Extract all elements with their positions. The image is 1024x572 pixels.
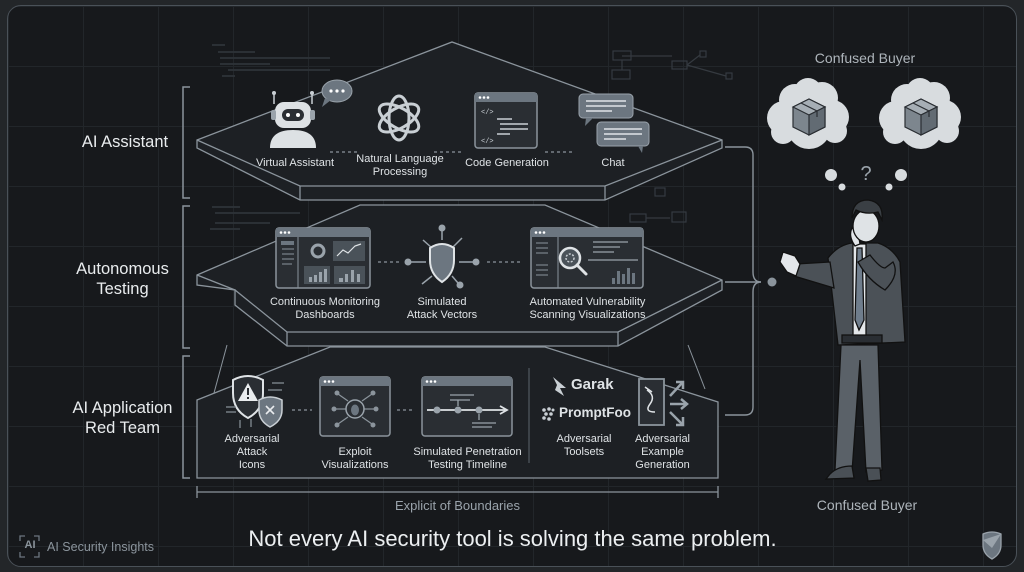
- layer-title-ai-assistant: AI Assistant: [60, 132, 190, 152]
- warning-shield-icon: [226, 375, 284, 428]
- knot-logo-icon: [377, 94, 421, 142]
- item-label: Visualizations: [321, 459, 389, 471]
- background-code-snippet: [210, 44, 330, 230]
- item-label: Chat: [601, 157, 625, 169]
- item-label: Code Generation: [465, 157, 549, 169]
- layer-title-line: Autonomous: [76, 260, 169, 278]
- right-curly-bracket: [725, 146, 762, 416]
- layer-title-line: Testing: [96, 280, 149, 298]
- item-automated-vulnerability-scanning[interactable]: Automated Vulnerability Scanning Visuali…: [515, 296, 660, 322]
- bug-window-icon: [319, 376, 391, 437]
- question-mark: ?: [860, 163, 871, 185]
- robot-icon: [270, 91, 316, 148]
- item-label: Simulated Penetration: [413, 446, 522, 458]
- item-label: Scanning Visualizations: [529, 309, 646, 321]
- item-nlp[interactable]: Natural Language Processing: [345, 153, 455, 179]
- item-label: Natural Language: [356, 153, 444, 165]
- item-label: Continuous Monitoring: [269, 296, 381, 308]
- buyer-bottom-label: Confused Buyer: [816, 497, 918, 513]
- garak-logo-icon: [553, 377, 566, 396]
- item-label: Simulated: [417, 296, 467, 308]
- boundary-bracket: [196, 486, 719, 498]
- layer-title-red-team: AI Application Red Team: [55, 398, 190, 438]
- speech-bubble-icon: [321, 79, 353, 107]
- shield-vectors-icon: [404, 224, 480, 289]
- item-simulated-attack-vectors[interactable]: Simulated Attack Vectors: [392, 296, 492, 322]
- layer-title-autonomous-testing: Autonomous Testing: [55, 259, 190, 299]
- confused-buyer-figure: [779, 199, 906, 482]
- item-continuous-monitoring[interactable]: Continuous Monitoring Dashboards: [255, 296, 395, 322]
- item-virtual-assistant[interactable]: Virtual Assistant: [240, 157, 350, 170]
- dashboard-icon: [275, 227, 371, 289]
- layer-title-line: Red Team: [85, 419, 160, 437]
- item-label: Virtual Assistant: [255, 157, 335, 169]
- item-label: Automated Vulnerability: [529, 296, 646, 308]
- item-label: Generation: [635, 459, 690, 471]
- item-code-generation[interactable]: Code Generation: [452, 157, 562, 170]
- background-flowchart: [611, 50, 733, 223]
- item-label: Adversarial: [556, 433, 612, 445]
- layer-title-line: AI Assistant: [81, 133, 169, 151]
- code-close-tag: </>: [481, 138, 494, 146]
- item-chat[interactable]: Chat: [583, 157, 643, 170]
- headline: Not every AI security tool is solving th…: [248, 526, 777, 551]
- timeline-window-icon: [421, 376, 513, 437]
- buyer-top-label: Confused Buyer: [814, 50, 916, 66]
- item-label: Testing Timeline: [428, 459, 507, 471]
- layer-brackets: [182, 86, 190, 479]
- shield-logo-icon: [982, 531, 1002, 560]
- item-label: Example: [641, 446, 684, 458]
- code-window-icon: </> </>: [474, 92, 538, 149]
- item-label: Adversarial: [634, 433, 691, 445]
- brand-logo-text: AI: [24, 539, 36, 551]
- scan-magnifier-icon: [530, 227, 644, 289]
- box-icon-right: [903, 98, 939, 136]
- item-label: Dashboards: [295, 309, 355, 321]
- layer-title-line: AI Application: [72, 399, 173, 417]
- item-label: Exploit: [338, 446, 372, 458]
- brand-name: AI Security Insights: [47, 540, 154, 554]
- item-label: Icons: [238, 459, 266, 471]
- item-adversarial-attack-icons[interactable]: Adversarial Attack Icons: [218, 433, 286, 472]
- chat-bubbles-icon: [578, 93, 650, 153]
- code-open-tag: </>: [481, 109, 494, 117]
- item-adversarial-toolsets[interactable]: Adversarial Toolsets: [545, 433, 623, 459]
- box-icon-left: [791, 98, 827, 136]
- promptfoo-logo-icon: [542, 407, 555, 421]
- garak-label: Garak: [571, 376, 614, 393]
- item-label: Adversarial: [224, 433, 280, 445]
- layer-1-platform: [196, 41, 723, 201]
- item-label: Processing: [372, 166, 428, 178]
- item-label: Attack: [236, 446, 268, 458]
- ai-logo-frame: [19, 535, 40, 558]
- promptfoo-label: PromptFoo: [559, 405, 631, 420]
- item-exploit-visualizations[interactable]: Exploit Visualizations: [310, 446, 400, 472]
- item-label: Attack Vectors: [406, 309, 478, 321]
- item-label: Toolsets: [563, 446, 605, 458]
- boundary-label: Explicit of Boundaries: [394, 498, 520, 513]
- item-simulated-penetration-timeline[interactable]: Simulated Penetration Testing Timeline: [405, 446, 530, 472]
- connector-dot: [767, 277, 777, 287]
- item-adversarial-example-generation[interactable]: Adversarial Example Generation: [625, 433, 700, 472]
- thought-dots: [825, 169, 907, 191]
- arrows-example-icon: [638, 378, 689, 427]
